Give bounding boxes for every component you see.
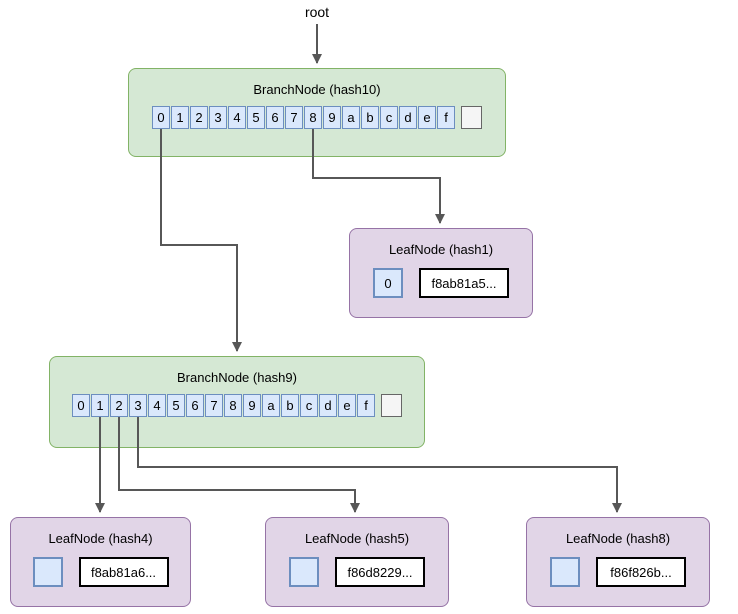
leaf-node-title: LeafNode (hash8) (565, 531, 671, 546)
leaf-node-hash4: LeafNode (hash4) f8ab81a6... (10, 517, 191, 607)
branch-slot-9: 9 (243, 394, 261, 417)
leaf-node-title: LeafNode (hash1) (388, 242, 494, 257)
leaf-content-row: f86f826b... (527, 557, 709, 587)
branch-slot-1: 1 (171, 106, 189, 129)
leaf-node-hash5: LeafNode (hash5) f86d8229... (265, 517, 449, 607)
branch-slot-2: 2 (110, 394, 128, 417)
branch-slot-1: 1 (91, 394, 109, 417)
branch-slot-6: 6 (266, 106, 284, 129)
leaf-key-cell (289, 557, 319, 587)
branch-slot-e: e (338, 394, 356, 417)
branch-slot-4: 4 (148, 394, 166, 417)
edge-hash10-slot0-to-hash9 (160, 129, 242, 352)
leaf-node-title: LeafNode (hash5) (304, 531, 410, 546)
branch-node-title: BranchNode (hash9) (177, 370, 297, 385)
leaf-content-row: f86d8229... (266, 557, 448, 587)
branch-slot-6: 6 (186, 394, 204, 417)
branch-slot-0: 0 (152, 106, 170, 129)
branch-node-hash10: BranchNode (hash10) 0 1 2 3 4 5 6 7 8 9 … (128, 68, 506, 157)
branch-slot-5: 5 (247, 106, 265, 129)
branch-slot-f: f (357, 394, 375, 417)
branch-slot-9: 9 (323, 106, 341, 129)
leaf-key-cell: 0 (373, 268, 403, 298)
branch-slot-8: 8 (304, 106, 322, 129)
branch-slot-c: c (380, 106, 398, 129)
leaf-value-box: f86f826b... (596, 557, 686, 587)
leaf-value-box: f8ab81a5... (419, 268, 509, 298)
branch-slot-d: d (399, 106, 417, 129)
branch-slot-row: 0 1 2 3 4 5 6 7 8 9 a b c d e f (129, 106, 505, 129)
leaf-value-box: f8ab81a6... (78, 557, 169, 587)
branch-slot-a: a (342, 106, 360, 129)
branch-slot-value-empty (461, 106, 482, 129)
leaf-content-row: 0 f8ab81a5... (350, 268, 532, 298)
branch-slot-b: b (361, 106, 379, 129)
branch-slot-7: 7 (205, 394, 223, 417)
branch-slot-e: e (418, 106, 436, 129)
branch-slot-b: b (281, 394, 299, 417)
root-label: root (304, 4, 330, 20)
branch-slot-f: f (437, 106, 455, 129)
branch-node-hash9: BranchNode (hash9) 0 1 2 3 4 5 6 7 8 9 a… (49, 356, 425, 448)
branch-slot-a: a (262, 394, 280, 417)
branch-slot-0: 0 (72, 394, 90, 417)
branch-node-title: BranchNode (hash10) (253, 82, 381, 97)
branch-slot-d: d (319, 394, 337, 417)
leaf-node-title: LeafNode (hash4) (48, 531, 153, 546)
branch-slot-7: 7 (285, 106, 303, 129)
leaf-value-box: f86d8229... (335, 557, 425, 587)
branch-slot-row: 0 1 2 3 4 5 6 7 8 9 a b c d e f (50, 394, 424, 417)
branch-slot-2: 2 (190, 106, 208, 129)
leaf-key-cell (32, 557, 63, 587)
branch-slot-8: 8 (224, 394, 242, 417)
branch-slot-c: c (300, 394, 318, 417)
leaf-content-row: f8ab81a6... (11, 557, 190, 587)
leaf-node-hash8: LeafNode (hash8) f86f826b... (526, 517, 710, 607)
branch-slot-5: 5 (167, 394, 185, 417)
branch-slot-4: 4 (228, 106, 246, 129)
branch-slot-value-empty (381, 394, 402, 417)
leaf-key-cell (550, 557, 580, 587)
branch-slot-3: 3 (209, 106, 227, 129)
branch-slot-3: 3 (129, 394, 147, 417)
leaf-node-hash1: LeafNode (hash1) 0 f8ab81a5... (349, 228, 533, 318)
